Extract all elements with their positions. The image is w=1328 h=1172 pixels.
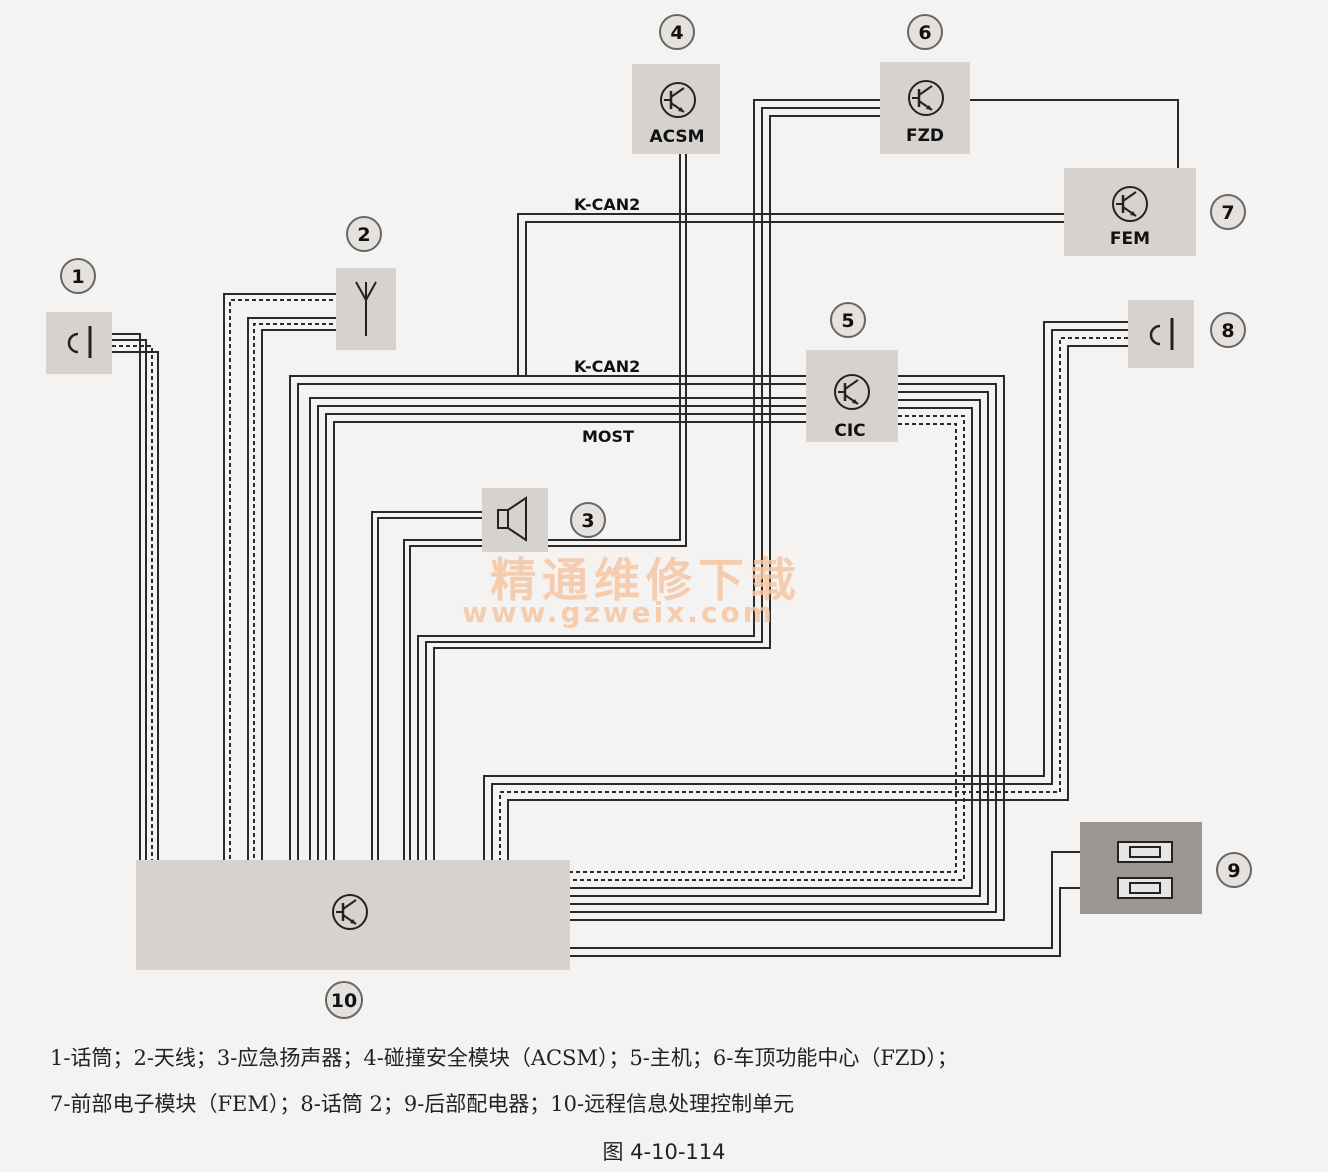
badge-4-number: 4: [670, 22, 683, 44]
watermark-url: www.gzweix.com: [462, 596, 775, 629]
antenna: [336, 268, 396, 350]
badge-9: 9: [1216, 852, 1252, 888]
badge-6: 6: [907, 14, 943, 50]
badge-8: 8: [1210, 312, 1246, 348]
wires-cic-to-telematics: [289, 375, 806, 860]
badge-10-number: 10: [331, 990, 357, 1012]
wires-speaker-to-telematics: [371, 511, 482, 860]
wires-mic1-to-telematics: [112, 333, 159, 860]
most-label: MOST: [582, 427, 634, 446]
wire-harness: [112, 99, 1179, 957]
fzd-roof-function-center: FZD: [880, 62, 970, 154]
kcan2-top-label: K-CAN2: [574, 195, 640, 214]
microphone-2: [1128, 300, 1194, 368]
badge-7-number: 7: [1221, 202, 1234, 224]
kcan2-mid-label: K-CAN2: [574, 357, 640, 376]
figure-title: 图 4-10-114: [602, 1140, 726, 1164]
wires-kcan2-fem: [517, 213, 1064, 376]
badge-10: 10: [325, 981, 363, 1019]
badge-2-number: 2: [357, 224, 370, 246]
acsm-module: ACSM: [632, 64, 720, 154]
badge-9-number: 9: [1227, 860, 1240, 882]
wires-mic8-to-telematics: [483, 321, 1128, 860]
wires-antenna-to-telematics: [223, 293, 340, 860]
fem-label: FEM: [1110, 229, 1150, 249]
fuse-icon: [1117, 841, 1173, 899]
badge-6-number: 6: [918, 22, 931, 44]
badge-4: 4: [659, 14, 695, 50]
badge-1: 1: [60, 258, 96, 294]
speaker-icon: [497, 496, 527, 542]
legend-line-1: 1-话筒；2-天线；3-应急扬声器；4-碰撞安全模块（ACSM）；5-主机；6-…: [50, 1046, 958, 1070]
microphone-icon: [67, 326, 92, 358]
cic-head-unit: CIC: [806, 350, 898, 442]
badge-2: 2: [346, 216, 382, 252]
badge-5: 5: [830, 302, 866, 338]
badge-3: 3: [570, 502, 606, 538]
telematics-control-unit: [136, 860, 570, 970]
badge-1-number: 1: [71, 266, 84, 288]
cic-label: CIC: [834, 421, 865, 441]
microphone-1: [46, 312, 112, 374]
emergency-speaker: [482, 488, 548, 552]
microphone-icon: [1149, 318, 1174, 350]
fzd-label: FZD: [906, 126, 944, 146]
acsm-label: ACSM: [649, 127, 704, 147]
wires-cic-to-telematics-right: [570, 375, 1005, 921]
badge-5-number: 5: [841, 310, 854, 332]
number-badges: 1 2 3 4 5 6 7 8: [60, 14, 1252, 1019]
antenna-icon: [355, 281, 377, 336]
rear-power-distribution: [1080, 822, 1202, 914]
legend-line-2: 7-前部电子模块（FEM）；8-话筒 2；9-后部配电器；10-远程信息处理控制…: [50, 1092, 795, 1116]
fem-front-electronic-module: FEM: [1064, 168, 1196, 256]
watermark-cn: 精通维修下载: [490, 553, 802, 607]
badge-3-number: 3: [581, 510, 594, 532]
badge-8-number: 8: [1221, 320, 1234, 342]
wires-fzd-to-telematics: [417, 99, 1179, 860]
badge-7: 7: [1210, 194, 1246, 230]
